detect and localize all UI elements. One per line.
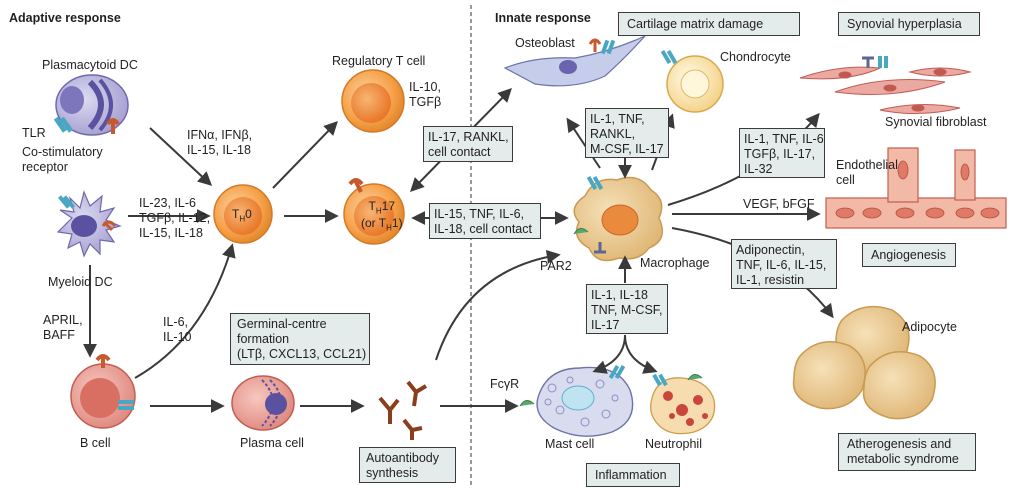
b-cell-receptor-icon [95,354,111,368]
adipocyte-label: Adipocyte [902,320,957,334]
macrophage-label: Macrophage [640,256,710,270]
neutrophil-cell [650,373,716,435]
macrophage-cell [573,175,664,262]
angiogenesis-box: Angiogenesis [862,243,956,267]
macrophage-tlr-icon [586,175,604,191]
atherogenesis-box: Atherogenesis and metabolic syndrome [838,433,976,471]
costim-receptor-icon [106,118,120,134]
synovial-fibroblast-cells [799,66,972,115]
ifn-cytokines-label: IFNα, IFNβ, IL-15, IL-18 [187,128,253,157]
plasma-cell-label: Plasma cell [240,436,304,450]
b-cell [70,354,136,429]
regulatory-t-cell [341,69,405,133]
treg-cytokines-label: IL-10, TGFβ [409,80,442,109]
plasmacytoid-dc-cell [53,74,129,136]
autoantibody-icons [378,380,428,440]
tlr-label: TLR [22,126,46,140]
osteoblast-cell [503,35,646,87]
arrow-th0-treg [272,120,338,189]
th0-label: TH0 [232,207,252,224]
th17-receptor-icon [348,178,364,193]
myeloid-dc-label: Myeloid DC [48,275,113,289]
myeloid-dc-cell [56,190,122,258]
synovial-fibroblast-label: Synovial fibroblast [885,115,987,129]
mast-cell-label: Mast cell [545,437,595,451]
vegf-label: VEGF, bFGF [743,197,815,211]
b-cell-tlr-icon [118,400,134,410]
myeloid-costim-icon [101,220,117,232]
adaptive-response-header: Adaptive response [9,11,121,25]
costim-receptor-label: Co-stimulatory receptor [22,145,103,174]
april-baff-label: APRIL, BAFF [43,313,83,342]
il1-il18-box: IL-1, IL-18 TNF, M-CSF, IL-17 [586,284,668,334]
mast-cell-tlr-icon [608,364,626,380]
osteoblast-receptor-icon [600,39,616,55]
chondrocyte-receptor-icon [660,49,678,65]
arrow-macro-osteoblast [566,117,601,169]
il15-tnf-box: IL-15, TNF, IL-6, IL-18, cell contact [429,203,541,239]
innate-response-header: Innate response [495,11,591,25]
fcgr-label: FcγR [490,377,520,391]
il1-tgf-box: IL-1, TNF, IL-6 TGFβ, IL-17, IL-32 [739,128,825,178]
autoantibody-box: Autoantibody synthesis [359,447,456,483]
chondrocyte-label: Chondrocyte [720,50,791,64]
th17-label: TH17(or TH1) [361,199,403,233]
regulatory-t-cell-label: Regulatory T cell [332,54,426,68]
osteoblast-label: Osteoblast [515,36,575,50]
neutrophil-tlr-icon [652,373,668,387]
arrow-pdc-th0 [149,127,213,186]
fibroblast-receptor-icon [862,56,888,68]
fcgr-receptor-icon [519,400,535,407]
b-cell-label: B cell [80,436,111,450]
neutrophil-label: Neutrophil [645,437,702,451]
arrow-bcell-th0 [134,243,236,379]
arrow-ab-macrophage [435,249,561,361]
arrow-to-neutrophil [624,334,658,374]
par2-label: PAR2 [540,259,572,273]
tlr-receptor-icon [53,116,74,133]
arrow-to-mast [592,334,626,374]
chondrocyte-cell [660,49,724,113]
th17-cell [343,178,405,245]
par2-receptor-icon [573,228,589,235]
plasmacytoid-dc-label: Plasmacytoid DC [42,58,138,72]
endothelial-vessel [825,147,1007,229]
adipocyte-cells [792,305,936,420]
inflammation-box: Inflammation [586,463,680,487]
il6-il10-label: IL-6, IL-10 [163,315,192,344]
germinal-centre-box: Germinal-centre formation (LTβ, CXCL13, … [230,313,370,365]
myeloid-tlr-icon [57,195,76,209]
il17-rankl-box: IL-17, RANKL, cell contact [423,126,513,162]
th0-cell [213,184,273,244]
mast-cell [519,364,634,437]
endothelial-cell-label: Endothelial cell [836,158,898,187]
adiponectin-box: Adiponectin, TNF, IL-6, IL-15, IL-1, res… [731,239,837,289]
plasma-cell [231,375,295,431]
synovial-hyperplasia-box: Synovial hyperplasia [838,12,980,36]
cartilage-damage-box: Cartilage matrix damage [618,12,800,36]
il1-tnf-rankl-box: IL-1, TNF, RANKL, M-CSF, IL-17 [585,108,669,158]
myeloid-cytokines-label: IL-23, IL-6 TGFβ, IL-12, IL-15, IL-18 [139,196,211,240]
